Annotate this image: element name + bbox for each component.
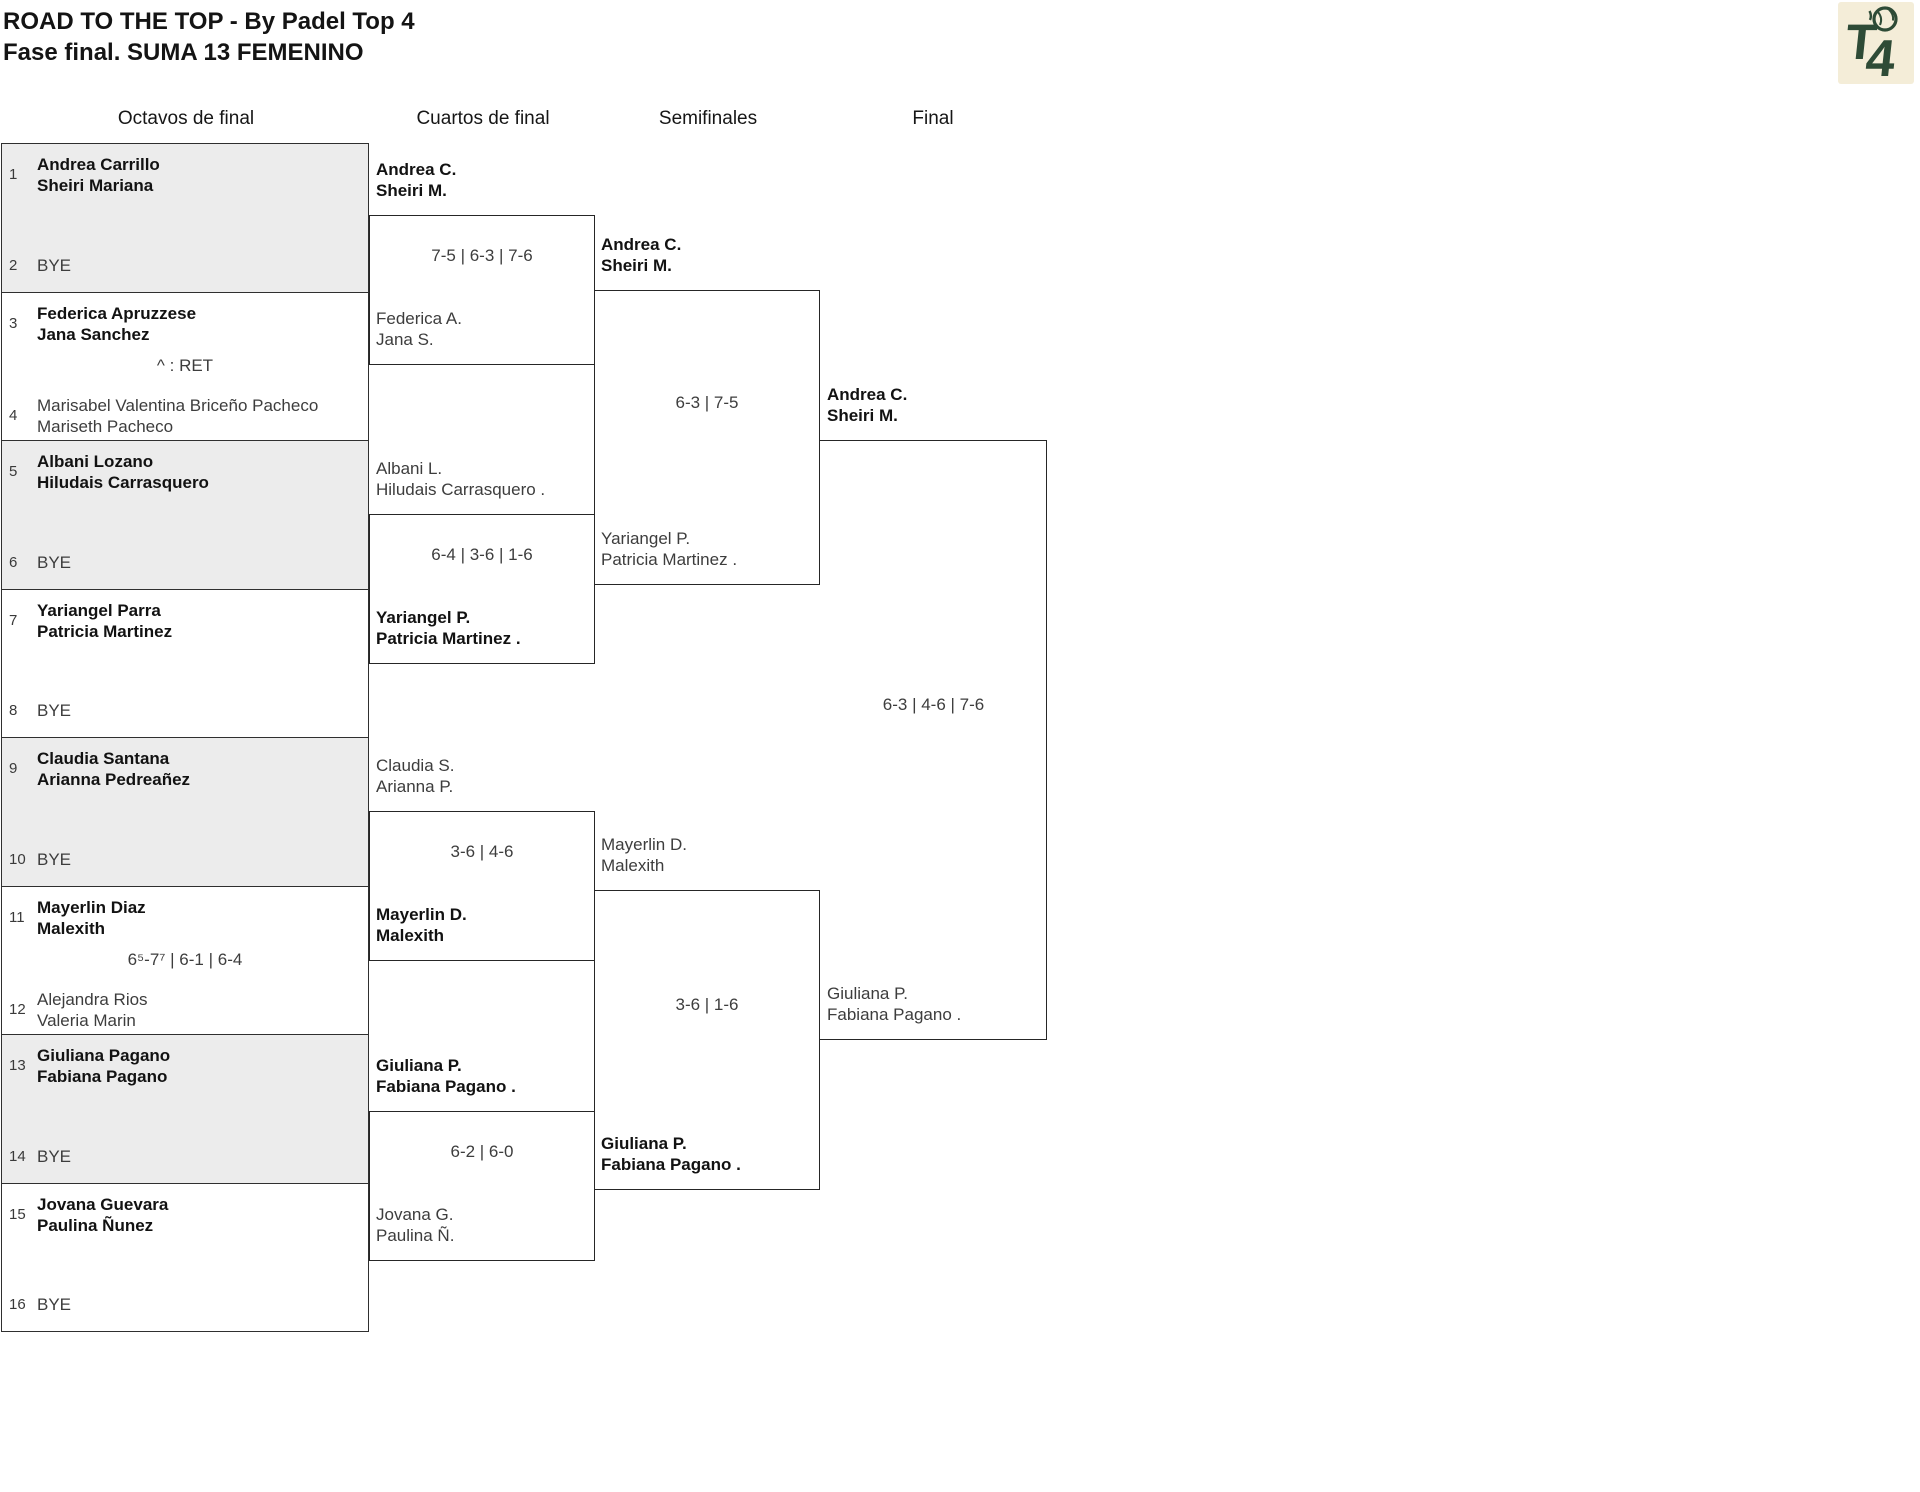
winner-team-label: Andrea C.Sheiri M. — [376, 160, 457, 200]
winner-team-label: Mayerlin D.Malexith — [376, 905, 467, 945]
loser-team-label: Albani L.Hiludais Carrasquero . — [376, 459, 546, 499]
loser-team-label: Federica A.Jana S. — [376, 309, 462, 349]
loser-team-label: Jovana G.Paulina Ñ. — [376, 1205, 455, 1245]
retirement-note: ^ : RET — [156, 356, 214, 375]
sf1-match-box — [594, 290, 820, 585]
winner-team-label: Giuliana P.Fabiana Pagano . — [601, 1134, 741, 1174]
page-title: ROAD TO THE TOP - By Padel Top 4 — [3, 8, 415, 35]
seed-number: 12 — [9, 1001, 26, 1018]
page-subtitle: Fase final. SUMA 13 FEMENINO — [3, 39, 364, 66]
team-names: BYE — [37, 1147, 72, 1166]
bracket-slot: 10 BYE — [9, 849, 363, 870]
padel-top4-logo: T 4 — [1838, 2, 1914, 88]
loser-team-label: Yariangel P.Patricia Martinez . — [601, 529, 738, 569]
match-score: 6-3 | 4-6 | 7-6 — [882, 695, 985, 714]
sf2-match-box — [594, 890, 820, 1190]
seed-number: 14 — [9, 1147, 26, 1165]
match-score: 7-5 | 6-3 | 7-6 — [431, 246, 533, 265]
bracket-slot: 16 BYE — [9, 1294, 363, 1315]
qf2-match-box — [369, 514, 595, 664]
match-score: 6-3 | 7-5 — [675, 393, 739, 412]
seed-number: 15 — [9, 1206, 26, 1223]
winner-team-label: Andrea C.Sheiri M. — [601, 235, 682, 275]
team-names: BYE — [37, 850, 72, 869]
match-score: 3-6 | 1-6 — [675, 995, 739, 1014]
round-header-octavos: Octavos de final — [117, 108, 255, 129]
winner-team-label: Andrea C.Sheiri M. — [827, 385, 908, 425]
team-names: BYE — [37, 701, 72, 720]
match-score: 3-6 | 4-6 — [450, 842, 514, 861]
set-score-note: 6⁵-7⁷ | 6-1 | 6-4 — [127, 950, 243, 969]
bracket-slot: 8 BYE — [9, 700, 363, 721]
match-score: 6-2 | 6-0 — [450, 1142, 514, 1161]
bracket-slot: 14 BYE — [9, 1146, 363, 1167]
round-header-cuartos: Cuartos de final — [416, 108, 550, 129]
seed-number: 13 — [9, 1057, 26, 1074]
bracket-slot: 6 BYE — [9, 552, 363, 573]
logo-monogram: T 4 — [1843, 14, 1898, 88]
svg-text:T: T — [1843, 14, 1880, 70]
loser-team-label: Giuliana P.Fabiana Pagano . — [827, 984, 962, 1024]
seed-number: 1 — [9, 166, 18, 183]
t4-logo-graphic: T 4 — [1838, 2, 1914, 88]
loser-team-label: Mayerlin D.Malexith — [601, 835, 687, 875]
team-names: BYE — [37, 553, 72, 572]
team-names: BYE — [37, 1295, 72, 1314]
seed-number: 4 — [9, 407, 18, 424]
seed-number: 7 — [9, 612, 18, 629]
winner-team-label: Giuliana P.Fabiana Pagano . — [376, 1056, 516, 1096]
tennis-ball-icon — [1868, 6, 1898, 32]
seed-number: 2 — [9, 256, 18, 274]
seed-number: 10 — [9, 850, 26, 868]
seed-number: 5 — [9, 463, 18, 480]
loser-team-label: Claudia S.Arianna P. — [376, 756, 455, 796]
seed-number: 6 — [9, 553, 18, 571]
round-header-semifinales: Semifinales — [658, 108, 758, 129]
page-header: ROAD TO THE TOP - By Padel Top 4 Fase fi… — [3, 6, 415, 68]
bracket-slot: 2 BYE — [9, 255, 363, 276]
seed-number: 16 — [9, 1295, 26, 1313]
final-match-box — [820, 440, 1047, 1040]
qf3-match-box — [369, 811, 595, 961]
match-score: 6-4 | 3-6 | 1-6 — [431, 545, 533, 564]
seed-number: 9 — [9, 760, 18, 777]
team-names: BYE — [37, 256, 72, 275]
seed-number: 8 — [9, 701, 18, 719]
svg-text:4: 4 — [1863, 30, 1898, 84]
round-header-final: Final — [912, 108, 954, 129]
seed-number: 11 — [9, 909, 25, 926]
winner-team-label: Yariangel P.Patricia Martinez . — [376, 608, 521, 648]
seed-number: 3 — [9, 315, 18, 332]
